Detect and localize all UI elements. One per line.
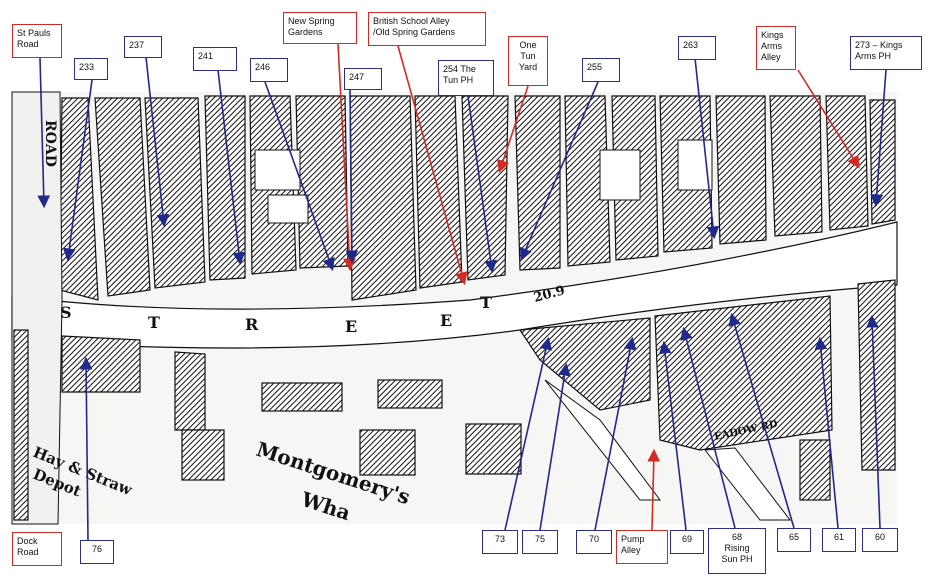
label-one-tun-yard: One Tun Yard xyxy=(508,36,548,86)
label-pump-alley: Pump Alley xyxy=(616,530,668,564)
label-68-rising-sun-ph: 68 Rising Sun PH xyxy=(708,528,766,574)
street-letter: E xyxy=(440,311,452,330)
label-233: 233 xyxy=(74,58,108,80)
label-new-spring-gardens: New Spring Gardens xyxy=(283,12,357,44)
label-75: 75 xyxy=(522,530,558,554)
south-buildings xyxy=(61,279,896,521)
street-letter: R xyxy=(245,315,259,334)
street-letter: T xyxy=(480,293,492,312)
pointer-arrows xyxy=(37,43,887,541)
street-letter: E xyxy=(345,317,357,336)
label-254-tun-ph: 254 The Tun PH xyxy=(438,60,494,96)
label-61: 61 xyxy=(822,528,856,552)
label-263: 263 xyxy=(678,36,716,60)
label-76: 76 xyxy=(80,540,114,564)
label-241: 241 xyxy=(193,47,237,71)
label-dock-road: Dock Road xyxy=(12,532,62,566)
street-letter: T xyxy=(148,313,160,332)
label-273-kings-arms-ph: 273 – Kings Arms PH xyxy=(850,36,922,70)
label-246: 246 xyxy=(250,58,288,82)
street-letters: S T R E E T xyxy=(60,293,492,336)
label-kings-arms-alley: Kings Arms Alley xyxy=(756,26,796,70)
main-street xyxy=(11,221,898,349)
street-letter: S xyxy=(60,303,72,322)
label-73: 73 xyxy=(482,530,518,554)
label-british-school-alley: British School Alley /Old Spring Gardens xyxy=(368,12,486,46)
label-st-pauls-road: St Pauls Road xyxy=(12,24,62,58)
label-237: 237 xyxy=(124,36,162,58)
label-60: 60 xyxy=(862,528,898,552)
road-vertical-text: ROAD xyxy=(42,120,58,167)
label-70: 70 xyxy=(576,530,612,554)
label-65: 65 xyxy=(777,528,811,552)
label-69: 69 xyxy=(670,530,704,554)
label-255: 255 xyxy=(582,58,620,82)
label-247: 247 xyxy=(344,68,382,90)
